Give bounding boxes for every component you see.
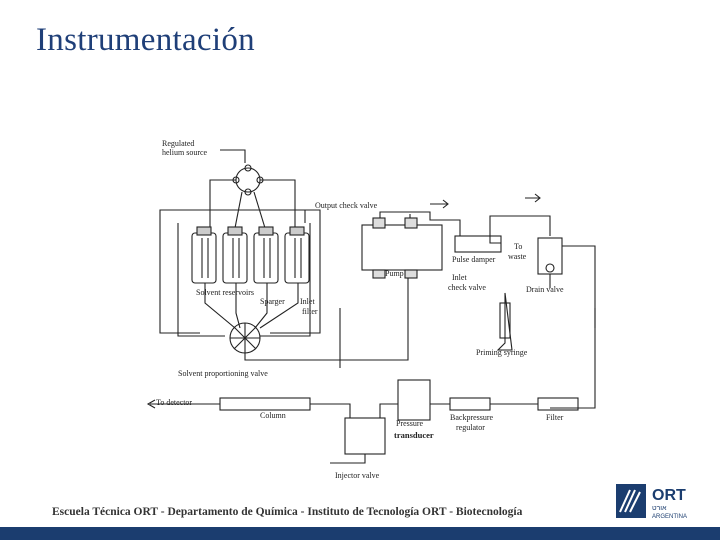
- label-priming-syringe: Priming syringe: [476, 348, 528, 357]
- label-injector-valve: Injector valve: [335, 471, 380, 480]
- label-pulse-damper: Pulse damper: [452, 255, 496, 264]
- ort-logo-sub: ARGENTINA: [652, 514, 687, 520]
- pump: [361, 224, 443, 271]
- solvent-reservoir-1: [191, 232, 217, 284]
- label-output-check-valve: Output check valve: [315, 201, 378, 210]
- footer-text: Escuela Técnica ORT - Departamento de Qu…: [52, 506, 523, 518]
- drain-valve: [537, 237, 563, 275]
- label-drain-valve: Drain valve: [526, 285, 564, 294]
- ort-logo: ORT אורט ARGENTINA: [614, 482, 704, 522]
- solvent-reservoir-3: [253, 232, 279, 284]
- label-transducer: transducer: [394, 430, 434, 440]
- label-inlet-filter-2: filter: [302, 307, 318, 316]
- hplc-schematic: Regulated helium source Output check val…: [130, 128, 600, 488]
- label-check-valve: check valve: [448, 283, 486, 292]
- footer-bar: [0, 527, 720, 540]
- column: [219, 397, 311, 411]
- ort-logo-svg: ORT אורט ARGENTINA: [616, 484, 687, 520]
- label-solvent-proportioning-valve: Solvent proportioning valve: [178, 369, 268, 378]
- slide-title: Instrumentación: [36, 22, 255, 58]
- label-pressure: Pressure: [396, 419, 424, 428]
- label-regulator: regulator: [456, 423, 485, 432]
- label-column: Column: [260, 411, 286, 420]
- solvent-reservoir-2: [222, 232, 248, 284]
- label-inlet-filter-1: Inlet: [300, 297, 315, 306]
- backpressure-regulator: [449, 397, 491, 411]
- helium-line: [220, 149, 246, 163]
- helium-manifold: [235, 167, 261, 193]
- ort-logo-hebrew: אורט: [652, 505, 667, 512]
- ort-logo-name: ORT: [652, 487, 686, 504]
- label-helium-source: helium source: [162, 148, 208, 157]
- label-solvent-reservoirs: Solvent reservoirs: [196, 288, 254, 297]
- label-inlet: Inlet: [452, 273, 467, 282]
- label-backpressure: Backpressure: [450, 413, 494, 422]
- solvent-reservoir-4: [284, 232, 310, 284]
- label-to-detector: To detector: [156, 398, 192, 407]
- pressure-transducer: [397, 379, 431, 421]
- label-pump: Pump: [385, 269, 404, 278]
- label-to: To: [514, 242, 522, 251]
- hplc-diagram-svg: Regulated helium source Output check val…: [146, 139, 596, 480]
- injector-valve: [344, 417, 386, 455]
- label-regulated: Regulated: [162, 139, 194, 148]
- label-sparger: Sparger: [260, 297, 285, 306]
- label-waste: waste: [508, 252, 527, 261]
- label-filter: Filter: [546, 413, 564, 422]
- pulse-damper: [454, 235, 502, 253]
